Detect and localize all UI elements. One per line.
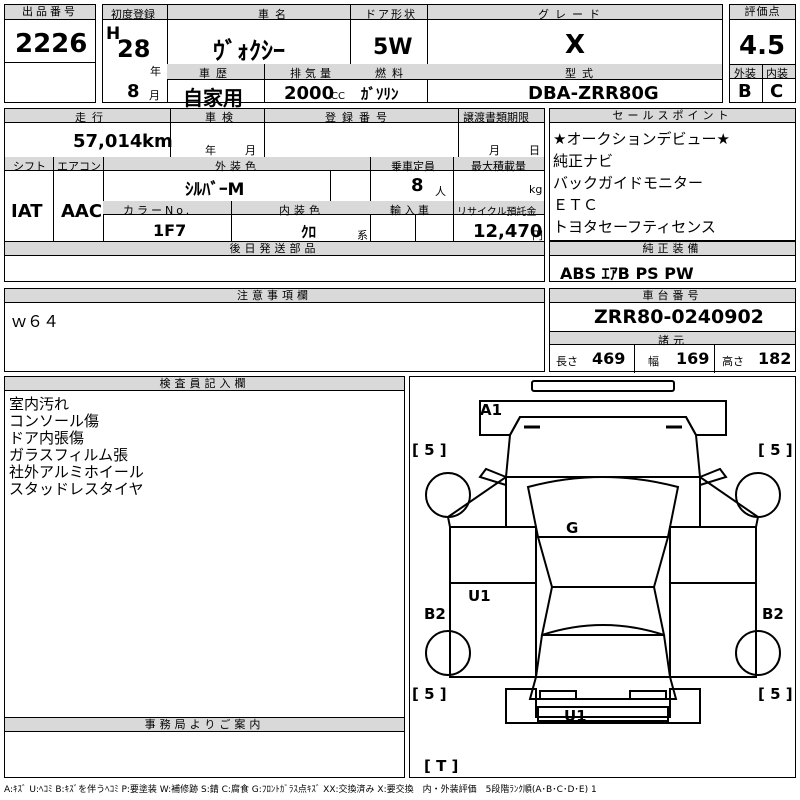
legend: A:ｷｽﾞ U:ﾍｺﾐ B:ｷｽﾞを伴うﾍｺﾐ P:要塗装 W:補修跡 S:錆 … xyxy=(4,785,597,795)
plate-label: 登録番号 xyxy=(325,111,393,124)
lot-number-cell: 出品番号 2226 xyxy=(4,4,96,103)
recycle-fee: 12,470 xyxy=(473,221,543,242)
color-no-label: カラーNo. xyxy=(123,204,193,217)
tire-score: [ 5 ] xyxy=(412,685,447,703)
selling-points-label: セールスポイント xyxy=(550,109,795,123)
first-reg-year: 28 xyxy=(117,35,151,63)
notes-cell: 注意事項欄 ｗ６４ xyxy=(4,288,545,372)
color-number: 1F7 xyxy=(153,221,187,240)
air-conditioner: AAC xyxy=(61,201,103,222)
displacement-label: 排気量 xyxy=(290,67,335,80)
capacity: 8 xyxy=(411,175,424,196)
interior-color: ｸﾛ xyxy=(301,223,317,241)
mileage: 57,014 xyxy=(73,131,143,152)
inspector-cell: 検査員記入欄 室内汚れ コンソール傷 ドア内張傷 ガラスフィルム張 社外アルミホ… xyxy=(4,376,405,718)
inspector-item: スタッドレスタイヤ xyxy=(9,480,144,498)
inspector-item: 室内汚れ xyxy=(9,395,70,413)
history-label: 車歴 xyxy=(199,67,233,80)
history: 自家用 xyxy=(183,86,243,110)
capacity-label: 乗車定員 xyxy=(391,160,435,173)
ext-label: 外装 xyxy=(734,67,756,80)
max-load-label: 最大積載量 xyxy=(471,160,526,173)
selling-point: トヨタセーフティセンス xyxy=(553,218,716,236)
damage-mark: B2 xyxy=(424,605,446,623)
office-label: 事務局よりご案内 xyxy=(5,718,404,732)
exterior-color: ｼﾙﾊﾞｰM xyxy=(185,180,245,200)
equipment: ABS ｴｱB PS PW xyxy=(560,264,694,283)
damage-mark: U1 xyxy=(468,587,491,605)
int-color-label: 内装色 xyxy=(279,204,324,217)
width: 169 xyxy=(676,349,710,368)
grade: X xyxy=(565,30,586,60)
int-score: C xyxy=(770,81,784,102)
car-outline xyxy=(425,380,781,724)
office-cell: 事務局よりご案内 xyxy=(4,718,405,778)
notes: ｗ６４ xyxy=(11,312,60,331)
grade-label: グレード xyxy=(538,8,606,21)
first-reg-label: 初度登録 xyxy=(111,8,155,21)
damage-mark: A1 xyxy=(480,401,503,419)
inspector-item: ドア内張傷 xyxy=(9,429,85,447)
selling-point: 純正ナビ xyxy=(553,152,614,170)
inspector-item: ガラスフィルム張 xyxy=(9,446,129,464)
length: 469 xyxy=(592,349,626,368)
color-label: 外装色 xyxy=(215,160,260,173)
transfer-label: 譲渡書類期限 xyxy=(463,111,529,124)
damage-mark: G xyxy=(566,519,579,537)
selling-point: ★オークションデビュー★ xyxy=(553,130,730,148)
tire-score: [ 5 ] xyxy=(758,441,793,459)
era: H xyxy=(106,24,121,44)
chassis-number: ZRR80-0240902 xyxy=(594,306,764,328)
model-code: DBA-ZRR80G xyxy=(528,83,659,104)
spare-tire: [ T ] xyxy=(424,757,459,775)
first-reg-month: 8 xyxy=(127,81,140,102)
shaken-label: 車検 xyxy=(205,111,239,124)
shift-label: シフト xyxy=(13,160,46,173)
tire-score: [ 5 ] xyxy=(412,441,447,459)
overall-score: 4.5 xyxy=(739,31,786,61)
inspector-item: 社外アルミホイール xyxy=(9,463,144,481)
height: 182 xyxy=(758,349,792,368)
equipment-label: 純正装備 xyxy=(550,242,795,256)
lot-number-label: 出品番号 xyxy=(5,5,95,20)
selling-point: バックガイドモニター xyxy=(553,174,704,192)
door-type: 5W xyxy=(373,35,413,60)
fuel: ｶﾞｿﾘﾝ xyxy=(361,85,399,103)
ac-label: エアコン xyxy=(57,160,101,173)
damage-mark: B2 xyxy=(762,605,784,623)
model-code-label: 型式 xyxy=(565,67,599,80)
selling-points-cell: セールスポイント ★オークションデビュー★ 純正ナビ バックガイドモニター ＥＴ… xyxy=(549,108,796,241)
ext-score: B xyxy=(738,81,752,102)
later-parts-label: 後日発送部品 xyxy=(5,242,544,256)
tire-score: [ 5 ] xyxy=(758,685,793,703)
shift: IAT xyxy=(11,201,43,222)
car-name: ｳﾞｫｸｼｰ xyxy=(213,37,285,65)
spec-grid: 走行 車検 登録番号 譲渡書類期限 57,014 km 年 月 月 日 シフト … xyxy=(4,108,545,243)
notes-label: 注意事項欄 xyxy=(5,289,544,303)
fuel-label: 燃料 xyxy=(375,67,409,80)
inspector-label: 検査員記入欄 xyxy=(5,377,404,391)
later-parts-cell: 後日発送部品 xyxy=(4,242,545,282)
mileage-label: 走行 xyxy=(75,111,109,124)
lot-number: 2226 xyxy=(15,29,88,59)
recycle-label: リサイクル預託金 xyxy=(457,207,537,218)
header-grid: 初度登録 車名 ドア形状 グレード H 28 年 8 月 ｳﾞｫｸｼｰ 5W X… xyxy=(102,4,723,110)
score-cell: 評価点 4.5 外装 内装 B C xyxy=(729,4,796,103)
score-label: 評価点 xyxy=(730,5,795,20)
displacement: 2000 xyxy=(284,83,335,104)
door-label: ドア形状 xyxy=(365,8,417,21)
inspector-item: コンソール傷 xyxy=(9,412,100,430)
chassis-label: 車台番号 xyxy=(550,289,795,303)
selling-point: ＥＴＣ xyxy=(553,196,599,214)
equipment-cell: 純正装備 ABS ｴｱB PS PW xyxy=(549,241,796,283)
car-name-label: 車名 xyxy=(258,8,292,21)
dims-label: 諸元 xyxy=(658,334,688,347)
import-label: 輸入車 xyxy=(390,204,432,217)
chassis-cell: 車台番号 ZRR80-0240902 諸元 長さ 469 幅 169 高さ 18… xyxy=(549,288,796,373)
damage-mark: U1 xyxy=(564,707,587,725)
car-diagram: A1 G U1 B2 B2 U1 [ 5 ] [ 5 ] [ 5 ] [ 5 ]… xyxy=(409,376,796,778)
int-label: 内装 xyxy=(766,67,788,80)
